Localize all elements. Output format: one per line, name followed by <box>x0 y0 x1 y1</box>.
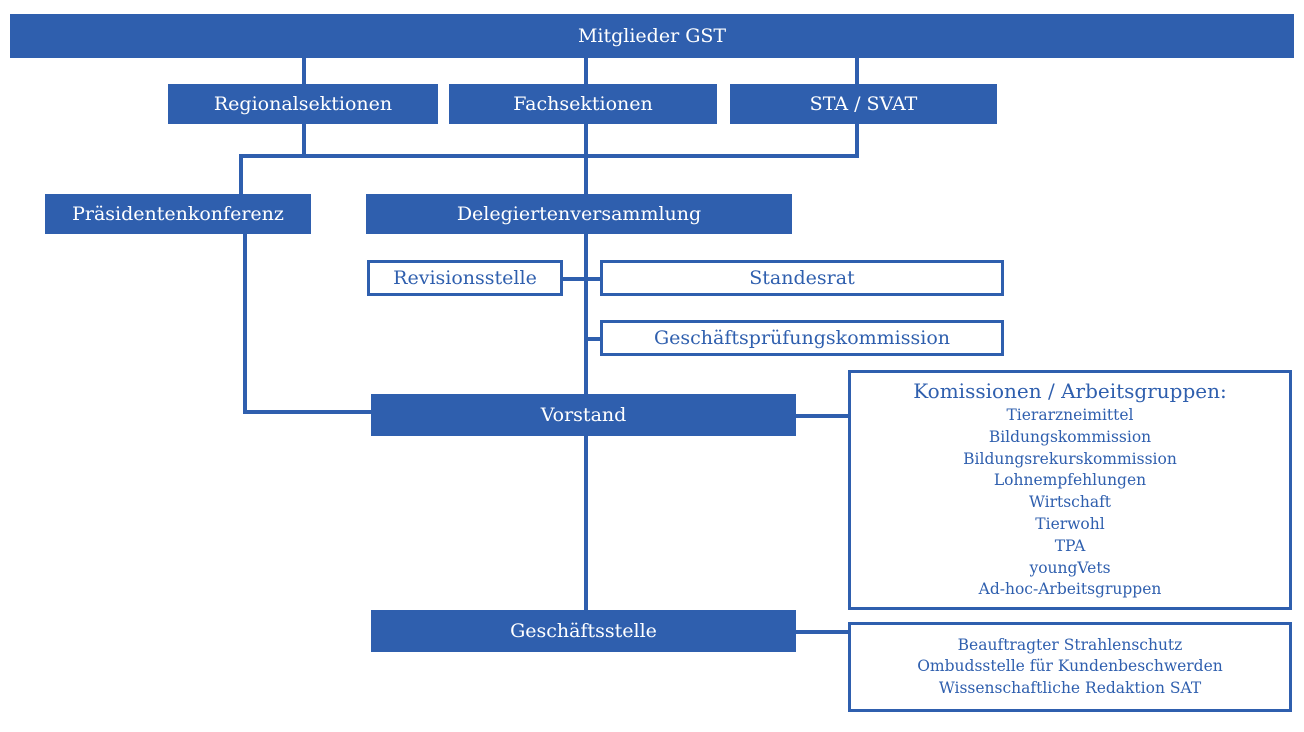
kommissionen-title: Komissionen / Arbeitsgruppen: <box>913 379 1227 403</box>
connector-sta-down <box>855 124 859 158</box>
sta-svat-box: STA / SVAT <box>730 84 997 124</box>
regionalsektionen-box: Regionalsektionen <box>168 84 438 124</box>
kommission-item: Bildungsrekurskommission <box>963 449 1177 468</box>
kommission-item: Ad-hoc-Arbeitsgruppen <box>978 580 1162 599</box>
geschaeftsstelle-units-box: Beauftragter Strahlenschutz Ombudsstelle… <box>848 622 1292 712</box>
praesidentenkonferenz-box: Präsidentenkonferenz <box>45 194 311 234</box>
kommission-item: Lohnempfehlungen <box>993 471 1147 490</box>
geschaeftsstelle-unit-item: Beauftragter Strahlenschutz <box>957 635 1183 654</box>
kommission-item: Tierwohl <box>1035 514 1105 533</box>
standesrat-box: Standesrat <box>600 260 1004 296</box>
fachsektionen-box: Fachsektionen <box>449 84 717 124</box>
connector-revision-standesrat <box>560 277 602 281</box>
connector-main-spine <box>584 124 588 612</box>
kommission-item: Wirtschaft <box>1028 493 1112 512</box>
delegiertenversammlung-box: Delegiertenversammlung <box>366 194 792 234</box>
connector-praesidenten-vorstand-vertical <box>243 234 247 414</box>
geschaeftsstelle-box: Geschäftsstelle <box>371 610 796 652</box>
connector-spine-gpk <box>584 337 602 341</box>
kommission-item: TPA <box>1054 536 1086 555</box>
connector-top-sta <box>855 58 859 84</box>
connector-top-fach <box>584 58 588 84</box>
vorstand-box: Vorstand <box>371 394 796 436</box>
geschaeftsstelle-unit-item: Wissenschaftliche Redaktion SAT <box>938 678 1202 697</box>
connector-praesidenten-vorstand-horizontal <box>243 410 373 414</box>
kommission-item: youngVets <box>1029 558 1111 577</box>
revisionsstelle-box: Revisionsstelle <box>367 260 563 296</box>
connector-praesidenten-top <box>239 154 243 194</box>
kommission-item: Bildungskommission <box>988 427 1152 446</box>
kommission-item: Tierarzneimittel <box>1006 406 1134 424</box>
connector-top-regional <box>302 58 306 84</box>
mitglieder-gst-box: Mitglieder GST <box>10 14 1294 58</box>
geschaeftsstelle-unit-item: Ombudsstelle für Kundenbeschwerden <box>917 657 1223 676</box>
connector-geschaeftsstelle-units <box>794 630 850 634</box>
connector-regional-down <box>302 124 306 158</box>
connector-vorstand-kommissionen <box>794 414 850 418</box>
connector-sections-horizontal <box>239 154 859 158</box>
kommissionen-box: Komissionen / Arbeitsgruppen: Tierarznei… <box>848 370 1292 610</box>
gpk-box: Geschäftsprüfungskommission <box>600 320 1004 356</box>
